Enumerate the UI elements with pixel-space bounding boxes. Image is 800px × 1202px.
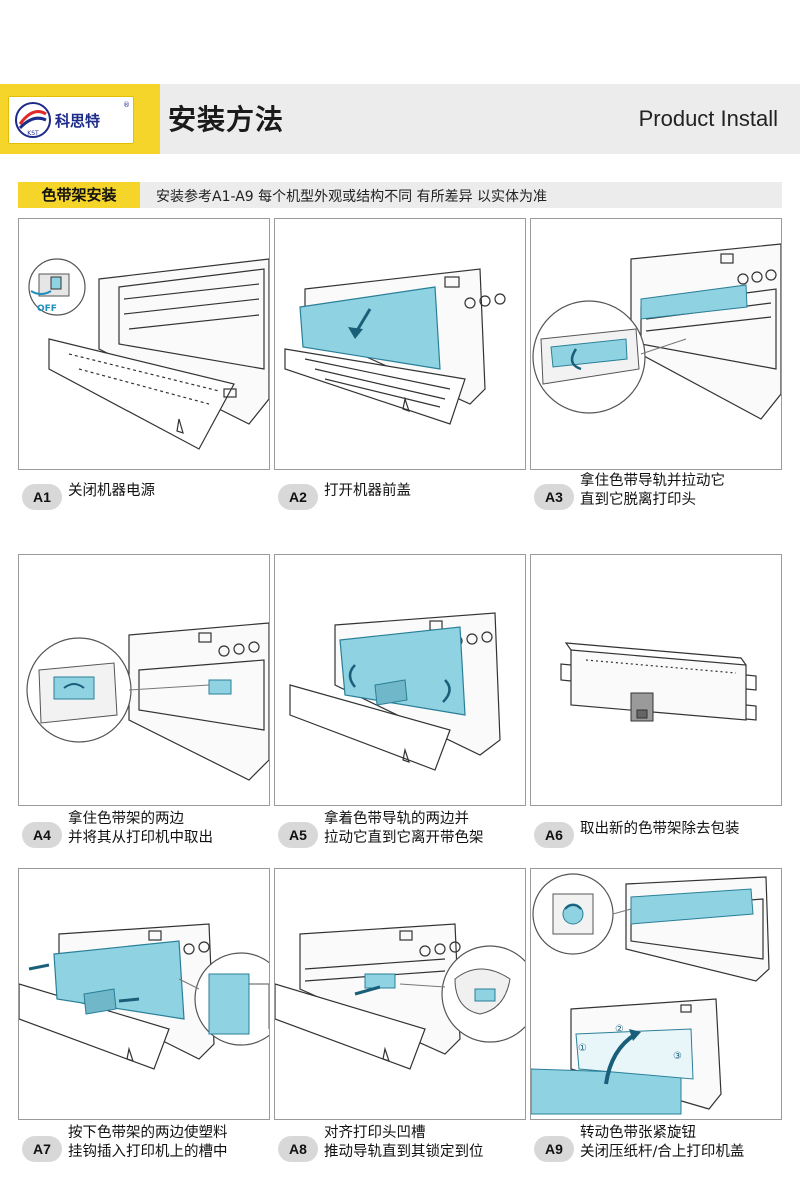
svg-text:KST: KST <box>27 130 39 137</box>
step-badge: A1 <box>22 484 62 510</box>
step-badge: A5 <box>278 822 318 848</box>
brand-logo-box: KST 科思特 ® <box>0 84 160 154</box>
step-marker-3: ③ <box>673 1051 682 1062</box>
step-badge: A8 <box>278 1136 318 1162</box>
off-label: OFF <box>37 304 57 314</box>
step-badge: A9 <box>534 1136 574 1162</box>
step-a9-illustration: ① ② ③ <box>530 868 782 1120</box>
step-a1-illustration: OFF <box>18 218 270 470</box>
step-badge: A7 <box>22 1136 62 1162</box>
step-a3-caption: A3 拿住色带导轨并拉动它 直到它脱离打印头 <box>534 473 784 532</box>
page-title: 安装方法 <box>168 103 285 136</box>
step-a6-caption: A6 取出新的色带架除去包装 <box>534 814 784 870</box>
step-text: 转动色带张紧旋钮 关闭压纸杆/合上打印机盖 <box>580 1125 745 1160</box>
step-a8-caption: A8 对齐打印头凹槽 推动导轨直到其锁定到位 <box>278 1125 528 1184</box>
step-a1-caption: A1 关闭机器电源 <box>22 476 272 532</box>
step-a9-caption: A9 转动色带张紧旋钮 关闭压纸杆/合上打印机盖 <box>534 1125 784 1184</box>
section-bar <box>18 182 782 208</box>
step-a5-illustration <box>274 554 526 806</box>
step-a4-caption: A4 拿住色带架的两边 并将其从打印机中取出 <box>22 811 272 870</box>
step-badge: A6 <box>534 822 574 848</box>
step-a8-illustration <box>274 868 526 1120</box>
step-text: 关闭机器电源 <box>68 483 155 499</box>
brand-logo-icon: KST <box>15 102 51 138</box>
step-badge: A3 <box>534 484 574 510</box>
step-text: 打开机器前盖 <box>324 483 411 499</box>
registered-mark: ® <box>123 101 130 109</box>
step-text: 拿着色带导轨的两边并 拉动它直到它离开带色架 <box>324 811 484 846</box>
step-badge: A4 <box>22 822 62 848</box>
step-text: 对齐打印头凹槽 推动导轨直到其锁定到位 <box>324 1125 484 1160</box>
section-note: 安装参考A1-A9 每个机型外观或结构不同 有所差异 以实体为准 <box>156 189 548 205</box>
step-a3-illustration <box>530 218 782 470</box>
step-a2-illustration <box>274 218 526 470</box>
step-a6-illustration <box>530 554 782 806</box>
step-marker-1: ① <box>578 1043 587 1054</box>
step-marker-2: ② <box>615 1024 624 1035</box>
step-a5-caption: A5 拿着色带导轨的两边并 拉动它直到它离开带色架 <box>278 811 528 870</box>
step-a7-caption: A7 按下色带架的两边使塑料 挂钩插入打印机上的槽中 <box>22 1125 272 1184</box>
brand-name: 科思特 <box>55 112 101 130</box>
step-a7-illustration <box>18 868 270 1120</box>
step-a2-caption: A2 打开机器前盖 <box>278 476 528 532</box>
step-text: 拿住色带导轨并拉动它 直到它脱离打印头 <box>580 473 725 508</box>
brand-logo: KST 科思特 ® <box>8 96 134 144</box>
step-text: 拿住色带架的两边 并将其从打印机中取出 <box>68 811 213 846</box>
step-badge: A2 <box>278 484 318 510</box>
step-text: 按下色带架的两边使塑料 挂钩插入打印机上的槽中 <box>68 1125 228 1160</box>
section-tag: 色带架安装 <box>18 182 140 208</box>
page-subtitle: Product Install <box>638 106 778 131</box>
step-a4-illustration <box>18 554 270 806</box>
step-text: 取出新的色带架除去包装 <box>580 821 740 837</box>
